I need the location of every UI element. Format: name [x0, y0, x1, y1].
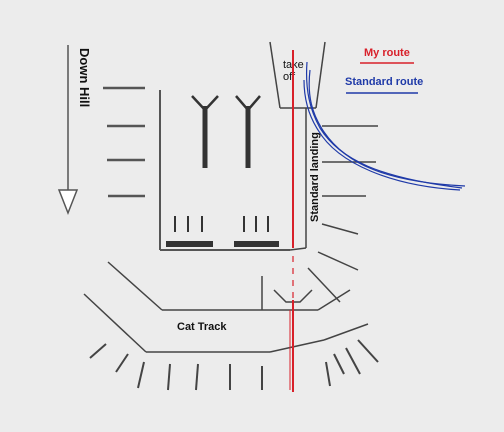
standard-route-line	[303, 61, 466, 191]
my-route-line	[289, 50, 294, 392]
downhill-arrow-icon	[57, 45, 79, 216]
rail-feature-right	[235, 95, 261, 168]
cat-track	[83, 261, 369, 353]
landing-slope	[289, 108, 378, 303]
standard-landing-label: Standard landing	[309, 132, 321, 222]
take-off-ramp	[269, 41, 326, 109]
left-dashes	[103, 86, 145, 198]
down-hill-label: Down Hill	[77, 48, 92, 107]
park-enclosure	[159, 90, 290, 251]
legend: My route Standard route	[345, 47, 423, 94]
take-off-label-2: off	[283, 71, 296, 83]
legend-my-route-label: My route	[364, 47, 410, 59]
box-features	[166, 216, 279, 247]
cat-track-label: Cat Track	[177, 321, 227, 333]
legend-standard-route-label: Standard route	[345, 76, 423, 88]
bottom-dashes	[89, 339, 379, 391]
rail-feature-left	[191, 95, 219, 168]
